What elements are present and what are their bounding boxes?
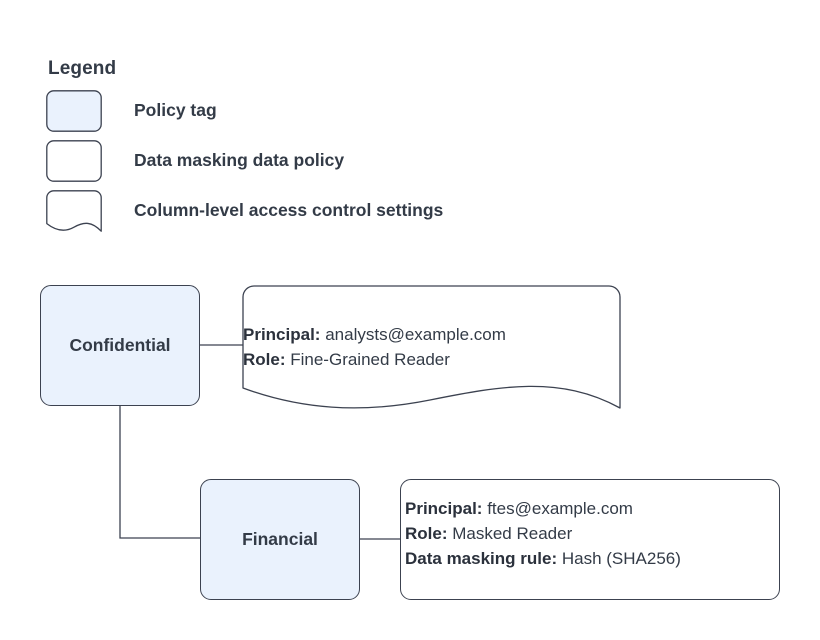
node-financial[interactable]: Financial	[200, 479, 360, 600]
legend-label-policy-tag: Policy tag	[134, 100, 217, 120]
callout-2-principal-label: Principal:	[405, 499, 483, 518]
callout-2-principal-value: ftes@example.com	[487, 499, 633, 518]
callout-1-role-label: Role:	[243, 350, 286, 369]
callout-1-line-role: Role: Fine-Grained Reader	[243, 347, 506, 372]
legend: Legend Policy tag Data masking data poli…	[46, 58, 606, 240]
callout-financial-masking-policy-text: Principal: ftes@example.com Role: Masked…	[405, 496, 681, 571]
callout-2-line-role: Role: Masked Reader	[405, 521, 681, 546]
node-confidential-label: Confidential	[69, 335, 171, 355]
callout-2-role-label: Role:	[405, 524, 448, 543]
callout-1-principal-value: analysts@example.com	[325, 325, 506, 344]
legend-title: Legend	[48, 58, 117, 79]
legend-item-policy-tag: Policy tag	[46, 90, 606, 140]
legend-label-access-settings: Column-level access control settings	[134, 200, 444, 220]
callout-1-line-principal: Principal: analysts@example.com	[243, 322, 506, 347]
callout-confidential-access-settings-shape	[242, 285, 621, 409]
callout-financial-masking-policy-shape	[400, 479, 780, 600]
legend-item-data-policy: Data masking data policy	[46, 140, 606, 190]
policy-tag-swatch-icon	[46, 90, 102, 132]
callout-1-role-value: Fine-Grained Reader	[290, 350, 450, 369]
node-confidential[interactable]: Confidential	[40, 285, 200, 406]
callout-2-line-masking-rule: Data masking rule: Hash (SHA256)	[405, 546, 681, 571]
callout-2-role-value: Masked Reader	[452, 524, 573, 543]
connector-confidential-to-financial	[119, 406, 200, 539]
callout-2-masking-rule-label: Data masking rule:	[405, 549, 558, 568]
node-financial-label: Financial	[242, 529, 318, 549]
access-settings-swatch-icon	[46, 190, 102, 232]
callout-confidential-access-settings-text: Principal: analysts@example.com Role: Fi…	[243, 322, 506, 372]
legend-label-data-policy: Data masking data policy	[134, 150, 345, 170]
legend-item-access-settings: Column-level access control settings	[46, 190, 606, 240]
callout-2-masking-rule-value: Hash (SHA256)	[561, 549, 681, 568]
callout-2-line-principal: Principal: ftes@example.com	[405, 496, 681, 521]
callout-1-principal-label: Principal:	[243, 325, 321, 344]
data-policy-swatch-icon	[46, 140, 102, 182]
